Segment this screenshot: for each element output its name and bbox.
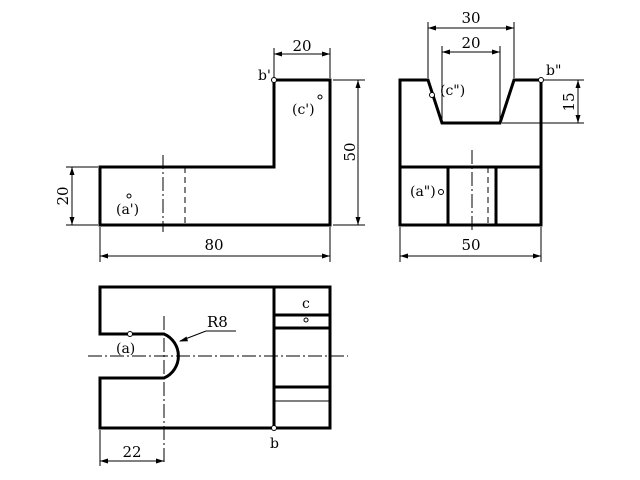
side-dim-top-inner: 20 — [461, 34, 480, 52]
side-dim-inner-arrow-left — [442, 49, 450, 55]
top-label-a: (a) — [116, 341, 135, 357]
front-label-a: (a') — [116, 202, 139, 218]
front-dim-length: 80 — [204, 236, 223, 254]
side-dim-outer-arrow-left — [428, 25, 436, 31]
top-dim-offset-arrow-right — [156, 458, 164, 464]
side-dim-depth: 15 — [560, 92, 578, 111]
side-dim-width: 50 — [461, 236, 480, 254]
front-dim-top-width: 20 — [292, 37, 311, 55]
top-point-a — [127, 331, 133, 337]
side-label-a: (a") — [410, 184, 436, 200]
top-view-outline — [98, 285, 332, 430]
front-dim-length-arrow-left — [100, 253, 108, 259]
top-label-b: b — [270, 436, 279, 452]
top-point-b — [271, 425, 277, 431]
side-dim-inner-arrow-right — [492, 49, 500, 55]
side-label-b: b" — [546, 63, 561, 79]
side-view: 30 20 15 50 b" (c") (a") — [398, 9, 584, 262]
side-view-outline — [398, 78, 543, 227]
top-dim-radius-arrow — [179, 336, 188, 342]
side-dim-depth-arrow-top — [575, 80, 581, 88]
front-label-b: b' — [258, 68, 271, 84]
top-dim-radius: R8 — [207, 313, 228, 331]
side-dim-top-outer: 30 — [461, 9, 480, 27]
front-dim-length-arrow-right — [322, 253, 330, 259]
front-dim-top-arrow-right — [322, 51, 330, 57]
front-dim-left-height: 20 — [54, 186, 72, 205]
front-point-c — [317, 94, 323, 100]
side-dim-outer-arrow-right — [506, 25, 514, 31]
front-dim-height-arrow-bottom — [355, 217, 361, 225]
side-point-b — [538, 77, 544, 83]
top-view: R8 22 c (a) b — [88, 285, 348, 466]
front-label-c: (c') — [292, 102, 315, 118]
top-dim-offset: 22 — [122, 443, 141, 461]
top-label-c: c — [302, 296, 310, 312]
top-dim-offset-arrow-left — [100, 458, 108, 464]
top-point-c — [303, 317, 309, 323]
side-dim-width-arrow-right — [533, 253, 541, 259]
front-view: 20 50 20 80 b' (c') (a') — [54, 37, 365, 262]
front-point-a — [126, 193, 132, 199]
side-point-a — [438, 189, 444, 195]
side-label-c: (c") — [440, 83, 465, 99]
side-dim-width-arrow-left — [400, 253, 408, 259]
front-point-b — [271, 77, 277, 83]
front-dim-left-arrow-top — [69, 167, 75, 175]
side-point-c — [429, 92, 435, 98]
front-dim-height: 50 — [341, 142, 359, 161]
front-dim-height-arrow-top — [355, 80, 361, 88]
side-dim-depth-arrow-bottom — [575, 115, 581, 123]
front-dim-left-arrow-bottom — [69, 217, 75, 225]
front-dim-top-arrow-left — [274, 51, 282, 57]
